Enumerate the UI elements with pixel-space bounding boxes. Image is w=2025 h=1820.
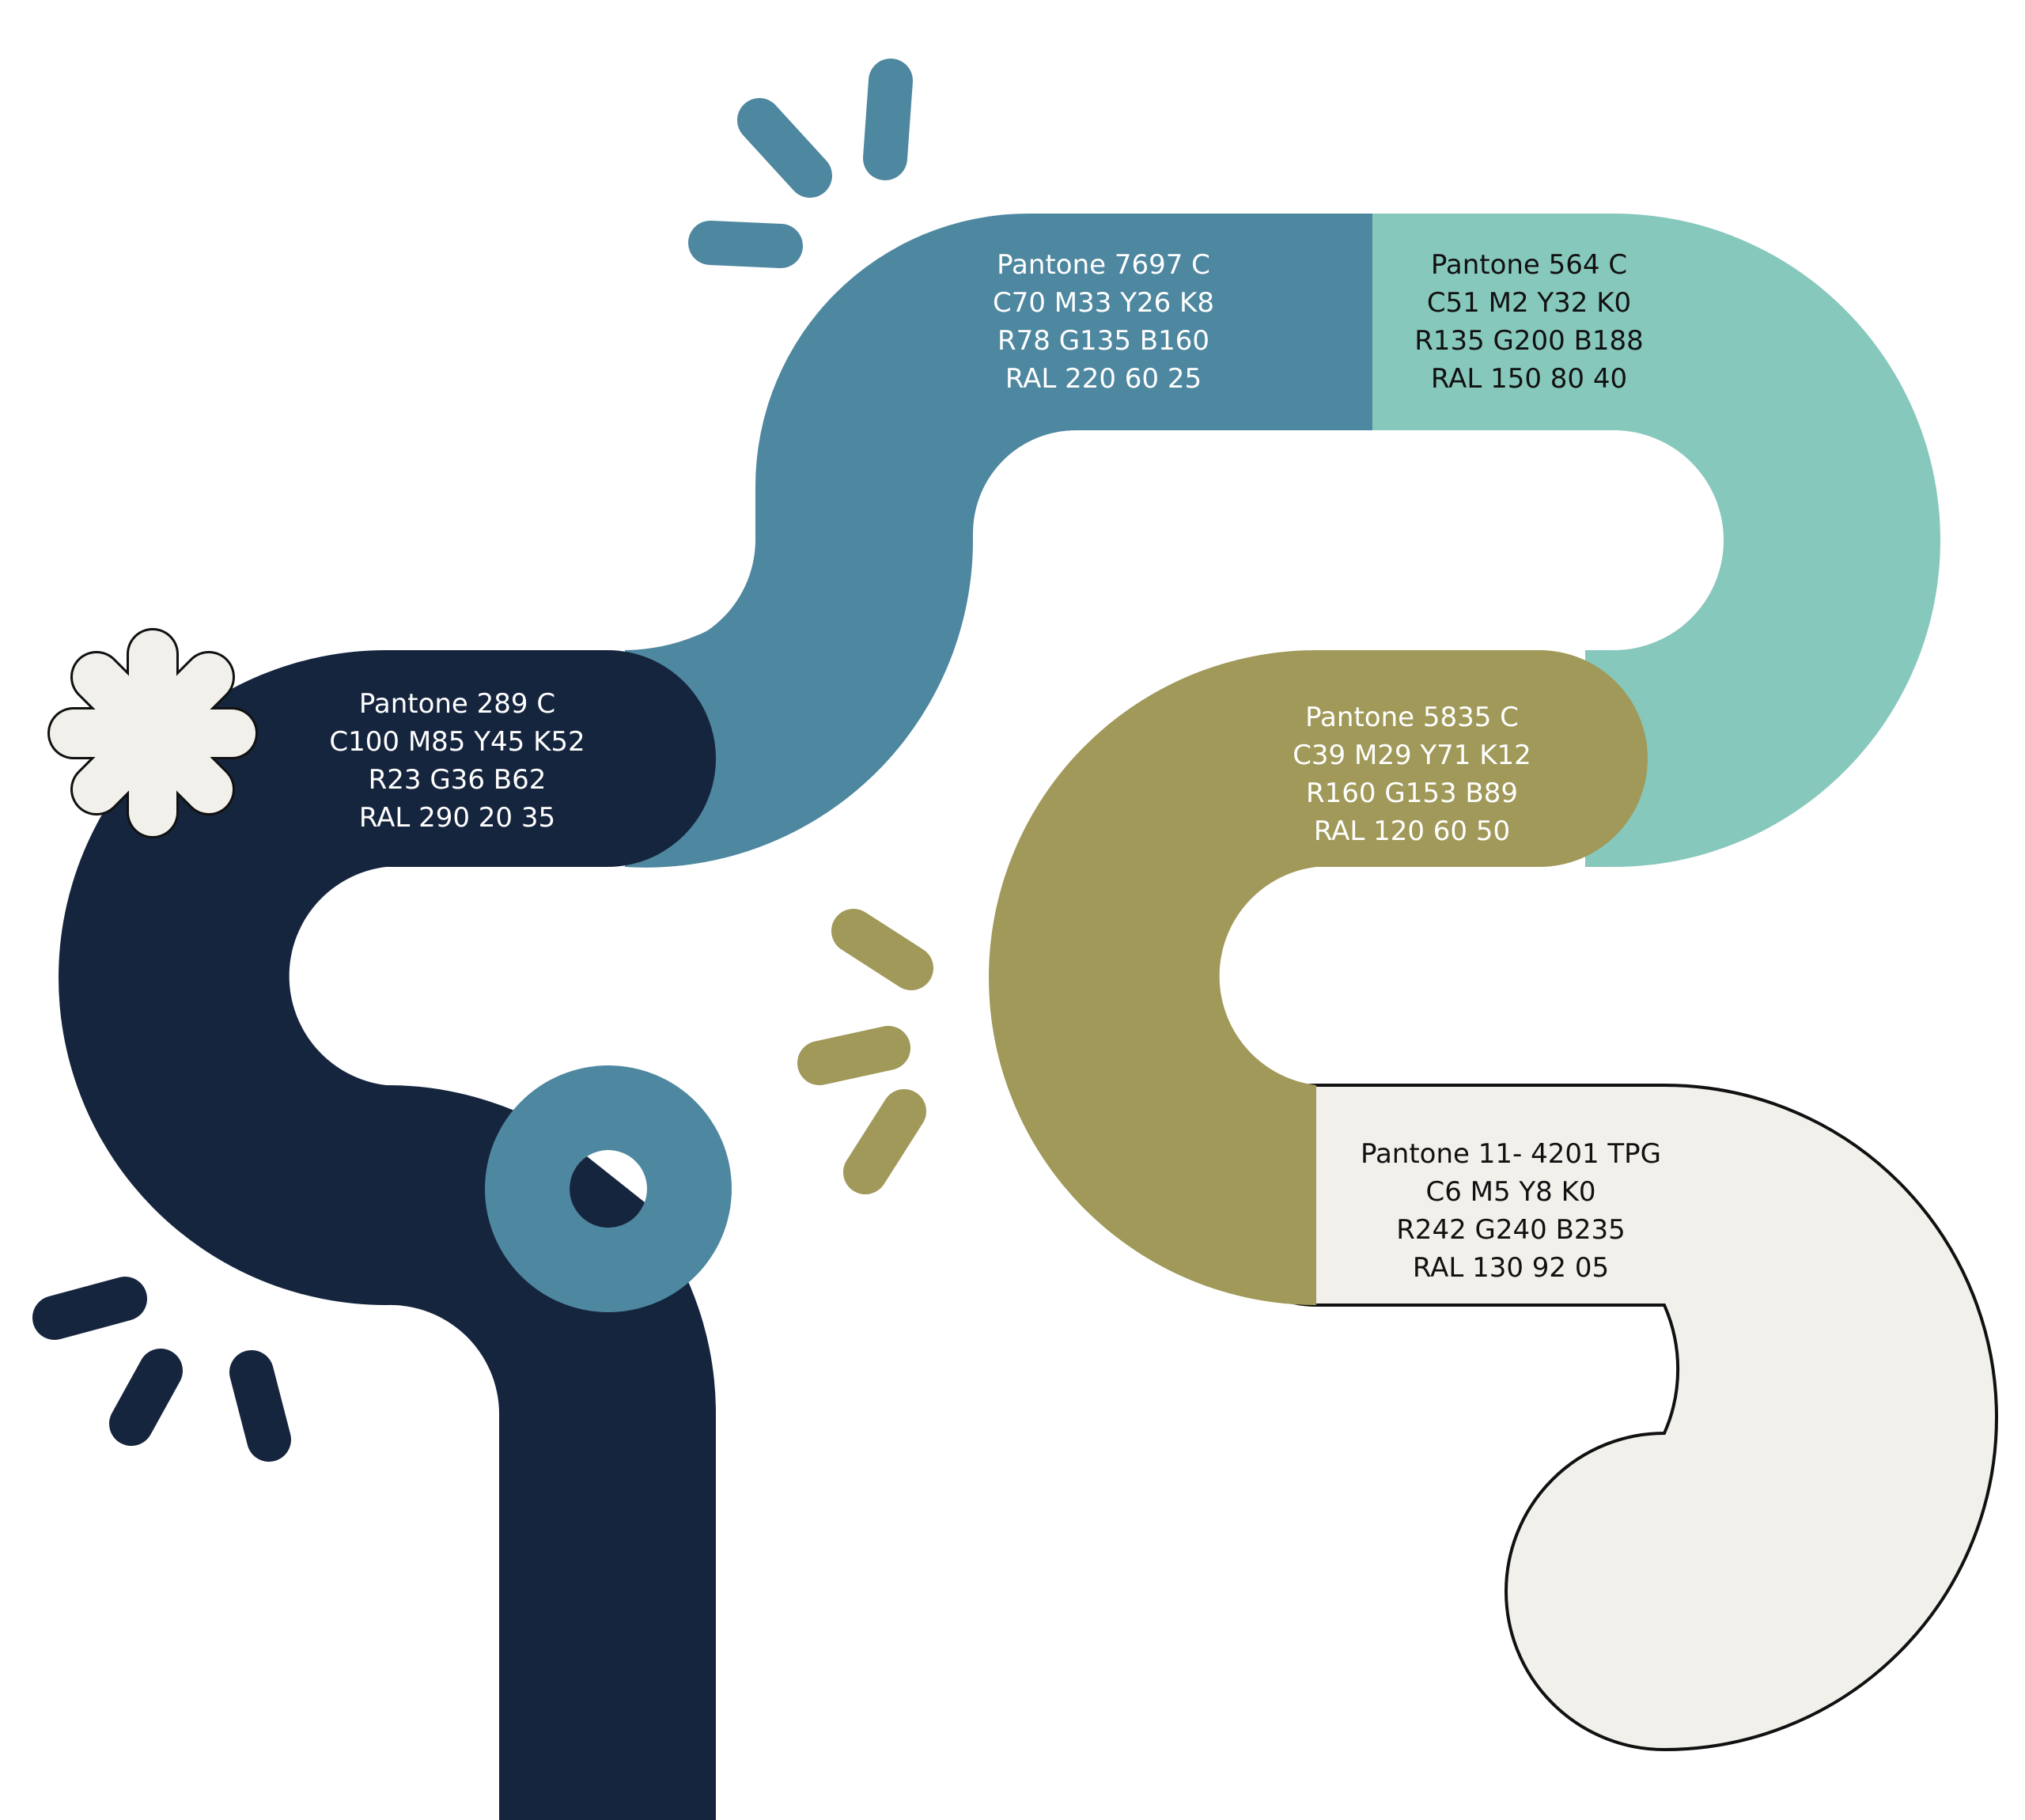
swatch-line: C39 M29 Y71 K12 [1293, 740, 1531, 771]
ring-hole-band-overlap [569, 1156, 645, 1228]
swatch-line: RAL 120 60 50 [1314, 815, 1510, 847]
swatch-label-pantone-289c: Pantone 289 C C100 M85 Y45 K52 R23 G36 B… [329, 688, 585, 834]
swatch-label-pantone-564c: Pantone 564 C C51 M2 Y32 K0 R135 G200 B1… [1414, 249, 1644, 395]
swatch-line: RAL 290 20 35 [359, 802, 555, 834]
swatch-line: Pantone 564 C [1431, 249, 1627, 281]
swatch-line: C70 M33 Y26 K8 [993, 287, 1214, 319]
swatch-line: C6 M5 Y8 K0 [1425, 1176, 1595, 1208]
band-mint [1264, 214, 1940, 867]
swatch-label-pantone-5835c: Pantone 5835 C C39 M29 Y71 K12 R160 G153… [1293, 702, 1531, 847]
spark-lines-olive-icon [797, 909, 933, 1194]
swatch-line: RAL 150 80 40 [1431, 363, 1627, 395]
swatch-line: R135 G200 B188 [1414, 325, 1644, 357]
swatch-line: R23 G36 B62 [369, 764, 547, 796]
swatch-label-pantone-11-4201tpg: Pantone 11- 4201 TPG C6 M5 Y8 K0 R242 G2… [1361, 1138, 1661, 1284]
band-off-white [1205, 1084, 1998, 1752]
band-navy [59, 650, 716, 1820]
swatch-line: R242 G240 B235 [1396, 1214, 1626, 1246]
swatch-line: Pantone 11- 4201 TPG [1361, 1138, 1661, 1170]
swatch-line: C100 M85 Y45 K52 [329, 726, 585, 758]
spark-lines-navy-icon [32, 1277, 291, 1462]
band-steel-blue-curve [625, 214, 1076, 868]
spark-lines-blue-icon [688, 59, 913, 268]
swatch-label-pantone-7697c: Pantone 7697 C C70 M33 Y26 K8 R78 G135 B… [993, 249, 1214, 395]
swatch-line: Pantone 7697 C [997, 249, 1210, 281]
band-olive [989, 650, 1648, 1305]
swatch-line: R78 G135 B160 [997, 325, 1209, 357]
swatch-line: Pantone 5835 C [1305, 702, 1519, 733]
swatch-line: RAL 130 92 05 [1413, 1252, 1609, 1284]
swatch-line: RAL 220 60 25 [1005, 363, 1202, 395]
swatch-line: Pantone 289 C [359, 688, 555, 720]
swatch-line: C51 M2 Y32 K0 [1427, 287, 1631, 319]
swatch-line: R160 G153 B89 [1306, 778, 1518, 809]
asterisk-fill [50, 630, 255, 836]
band-steel-blue-top [1076, 214, 1372, 430]
